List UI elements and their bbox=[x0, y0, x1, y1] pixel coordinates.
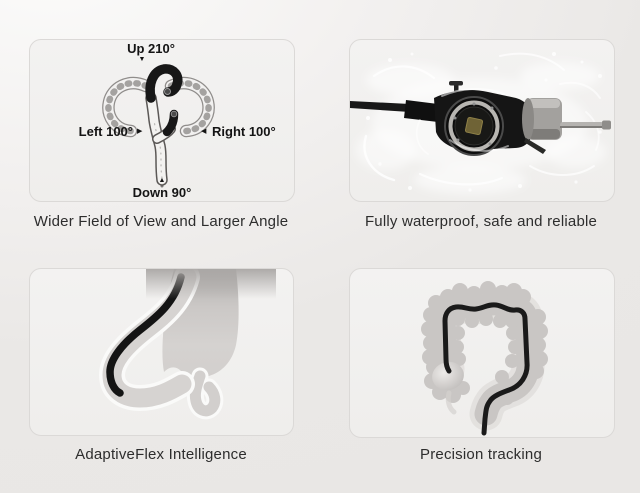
endoscope-tip-up bbox=[145, 64, 183, 103]
feature-card-precision bbox=[349, 268, 615, 438]
feature-card-bending-angles: Up 210° ▼ Left 100° ▶ ◀ Right 100° ▲ Dow… bbox=[29, 39, 295, 202]
bending-angle-diagram bbox=[102, 64, 215, 188]
endoscope-shaft bbox=[145, 92, 168, 188]
top-fade bbox=[146, 269, 276, 299]
angle-label-up: Up 210° bbox=[127, 41, 175, 56]
colon-illustration bbox=[421, 281, 548, 436]
endoscope-connector bbox=[350, 81, 611, 156]
angle-marker-left: ▶ bbox=[137, 128, 143, 135]
feature-caption-waterproof: Fully waterproof, safe and reliable bbox=[364, 213, 598, 230]
feature-caption-bending-angles: Wider Field of View and Larger Angle bbox=[33, 213, 289, 230]
cecum-pouch bbox=[432, 361, 464, 415]
ghost-range-left bbox=[102, 76, 153, 138]
scope-path bbox=[106, 273, 185, 397]
waterproof-endoscope-image bbox=[350, 52, 611, 194]
angle-marker-right: ◀ bbox=[201, 128, 207, 135]
angle-label-right: Right 100° bbox=[212, 124, 276, 139]
angle-label-down: Down 90° bbox=[132, 185, 192, 200]
water-droplets bbox=[366, 52, 602, 192]
scope-path bbox=[442, 302, 530, 436]
angle-marker-down: ▲ bbox=[158, 177, 166, 184]
feature-card-adaptiveflex bbox=[29, 268, 294, 436]
water-splash-arcs bbox=[363, 52, 601, 186]
feature-caption-adaptiveflex: AdaptiveFlex Intelligence bbox=[75, 446, 247, 463]
endoscope-tip-right bbox=[152, 109, 179, 144]
stomach-illustration bbox=[98, 269, 276, 420]
feature-card-waterproof bbox=[349, 39, 615, 202]
duodenum-loop bbox=[186, 367, 224, 420]
angle-marker-up: ▼ bbox=[138, 56, 146, 63]
feature-caption-precision: Precision tracking bbox=[420, 446, 542, 463]
angle-label-left: Left 100° bbox=[78, 124, 133, 139]
water-splash-front bbox=[415, 87, 509, 155]
ghost-range-right bbox=[164, 76, 215, 138]
